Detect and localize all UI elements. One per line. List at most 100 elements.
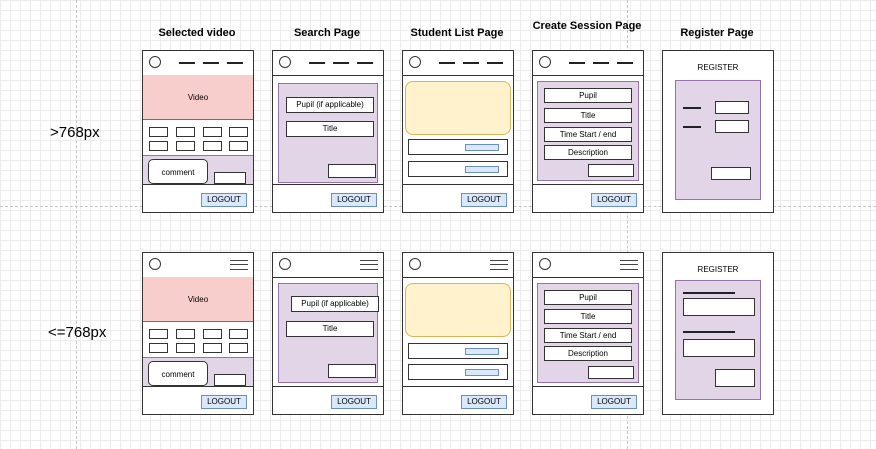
register-input bbox=[715, 120, 749, 133]
session-form-panel: Pupil Title Time Start / end Description bbox=[537, 81, 639, 181]
logo-circle-icon bbox=[409, 56, 421, 68]
column-title-create-session-page: Create Session Page bbox=[532, 20, 642, 32]
student-row bbox=[408, 364, 508, 380]
wireframe-header bbox=[143, 253, 253, 278]
thumbnail bbox=[203, 127, 222, 137]
thumbnail bbox=[149, 127, 168, 137]
register-input bbox=[683, 298, 755, 316]
wireframe-header bbox=[273, 51, 383, 76]
student-row bbox=[408, 139, 508, 155]
nav-link-placeholder bbox=[593, 62, 609, 64]
logo-circle-icon bbox=[539, 258, 551, 270]
nav-link-placeholder bbox=[227, 62, 243, 64]
comment-box: comment bbox=[148, 361, 208, 386]
row-label-desktop: >768px bbox=[50, 124, 100, 141]
logout-button: LOGOUT bbox=[591, 193, 637, 207]
wireframe-header bbox=[403, 253, 513, 278]
logout-button: LOGOUT bbox=[331, 193, 377, 207]
wireframe-create-session-mobile: Pupil Title Time Start / end Description… bbox=[532, 252, 644, 415]
pupil-field: Pupil (if applicable) bbox=[286, 97, 374, 113]
student-row bbox=[408, 343, 508, 359]
nav-link-placeholder bbox=[179, 62, 195, 64]
guide-line-vertical bbox=[627, 0, 628, 449]
student-row-action bbox=[465, 369, 499, 376]
title-field: Title bbox=[286, 321, 374, 337]
session-submit-box bbox=[588, 164, 634, 177]
search-submit-box bbox=[328, 164, 376, 178]
thumbnail bbox=[203, 141, 222, 151]
title-field: Title bbox=[544, 108, 632, 123]
description-field: Description bbox=[544, 145, 632, 160]
hamburger-menu-icon bbox=[230, 260, 248, 270]
register-input bbox=[715, 101, 749, 114]
nav-link-placeholder bbox=[333, 62, 349, 64]
title-field: Title bbox=[544, 309, 632, 324]
thumbnail bbox=[176, 127, 195, 137]
column-title-register-page: Register Page bbox=[680, 27, 754, 39]
register-title: REGISTER bbox=[697, 265, 739, 274]
logo-circle-icon bbox=[279, 56, 291, 68]
field-label-placeholder bbox=[683, 292, 735, 294]
logo-circle-icon bbox=[149, 56, 161, 68]
wireframe-footer: LOGOUT bbox=[403, 386, 513, 414]
search-panel: Pupil (if applicable) Title bbox=[278, 83, 378, 183]
logout-button: LOGOUT bbox=[461, 395, 507, 409]
logout-button: LOGOUT bbox=[461, 193, 507, 207]
student-row-action bbox=[465, 348, 499, 355]
logout-button: LOGOUT bbox=[201, 193, 247, 207]
thumbnail bbox=[176, 343, 195, 353]
thumbnail bbox=[229, 343, 248, 353]
field-label-placeholder bbox=[683, 126, 701, 128]
thumbnail bbox=[203, 329, 222, 339]
video-player: Video bbox=[143, 75, 253, 120]
wireframe-footer: LOGOUT bbox=[273, 184, 383, 212]
student-list-area bbox=[405, 81, 511, 135]
student-row-action bbox=[465, 166, 499, 173]
session-submit-box bbox=[588, 366, 634, 379]
hamburger-menu-icon bbox=[620, 260, 638, 270]
thumbnail bbox=[149, 329, 168, 339]
wireframe-header bbox=[533, 253, 643, 278]
student-list-area bbox=[405, 283, 511, 337]
column-title-student-list-page: Student List Page bbox=[410, 27, 504, 39]
wireframe-footer: LOGOUT bbox=[533, 184, 643, 212]
logout-button: LOGOUT bbox=[591, 395, 637, 409]
logout-button: LOGOUT bbox=[201, 395, 247, 409]
wireframe-footer: LOGOUT bbox=[273, 386, 383, 414]
register-panel bbox=[675, 80, 761, 200]
thumbnail bbox=[229, 127, 248, 137]
thumbnail bbox=[229, 141, 248, 151]
field-label-placeholder bbox=[683, 331, 735, 333]
student-row bbox=[408, 161, 508, 177]
nav-link-placeholder bbox=[487, 62, 503, 64]
nav-link-placeholder bbox=[203, 62, 219, 64]
wireframe-footer: LOGOUT bbox=[533, 386, 643, 414]
logo-circle-icon bbox=[149, 258, 161, 270]
wireframe-selected-video-mobile: Video comment LOGOUT bbox=[142, 252, 254, 415]
register-submit-box bbox=[711, 167, 751, 180]
thumbnail bbox=[176, 141, 195, 151]
wireframe-register-mobile: REGISTER bbox=[662, 252, 774, 415]
comment-box: comment bbox=[148, 159, 208, 184]
nav-link-placeholder bbox=[309, 62, 325, 64]
wireframe-search-page-desktop: Pupil (if applicable) Title LOGOUT bbox=[272, 50, 384, 213]
wireframe-selected-video-desktop: Video comment LOGOUT bbox=[142, 50, 254, 213]
logo-circle-icon bbox=[279, 258, 291, 270]
nav-link-placeholder bbox=[569, 62, 585, 64]
thumbnail bbox=[176, 329, 195, 339]
logo-circle-icon bbox=[539, 56, 551, 68]
wireframe-footer: LOGOUT bbox=[403, 184, 513, 212]
time-field: Time Start / end bbox=[544, 328, 632, 343]
video-player: Video bbox=[143, 277, 253, 322]
field-label-placeholder bbox=[683, 107, 701, 109]
comment-panel: comment bbox=[143, 357, 253, 387]
wireframe-header bbox=[273, 253, 383, 278]
comment-submit-box bbox=[214, 374, 246, 386]
thumbnail bbox=[149, 141, 168, 151]
nav-link-placeholder bbox=[439, 62, 455, 64]
student-row-action bbox=[465, 144, 499, 151]
register-title: REGISTER bbox=[697, 63, 739, 72]
pupil-field: Pupil bbox=[544, 88, 632, 103]
wireframe-footer: LOGOUT bbox=[143, 184, 253, 212]
wireframe-search-page-mobile: Pupil (if applicable) Title LOGOUT bbox=[272, 252, 384, 415]
